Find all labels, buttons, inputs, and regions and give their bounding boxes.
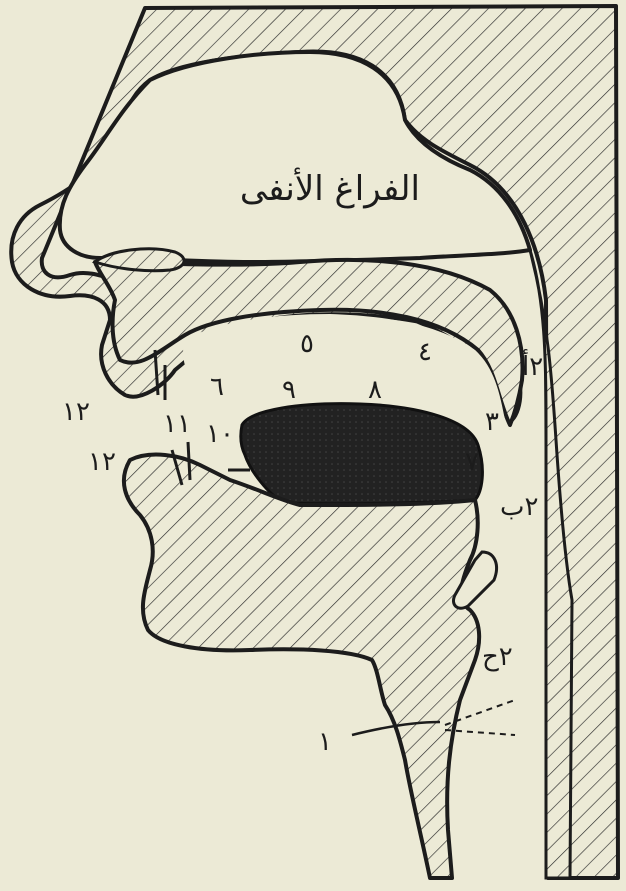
label-5: ٥ [300,329,314,359]
label-6: ٦ [210,372,224,402]
lower-jaw-and-larynx [124,455,479,878]
label-7: ٧ [465,447,479,477]
label-11: ١١ [163,409,191,439]
label-1: ١ [318,727,332,757]
label-4: ٤ [418,337,432,367]
nasal-cavity-label: الفراغ الأنفى [240,167,420,209]
label-8: ٨ [368,375,382,405]
label-3: ٣ [485,407,499,437]
label-2a: ٢أ [522,348,543,382]
tongue [241,404,483,504]
label-2b: ٢ب [500,492,538,522]
label-2c: ٢ح [482,642,513,672]
label-12-upper: ١٢ [62,397,90,427]
label-12-lower: ١٢ [88,447,116,477]
label-10: ١٠ [206,419,234,449]
label-9: ٩ [282,375,296,405]
